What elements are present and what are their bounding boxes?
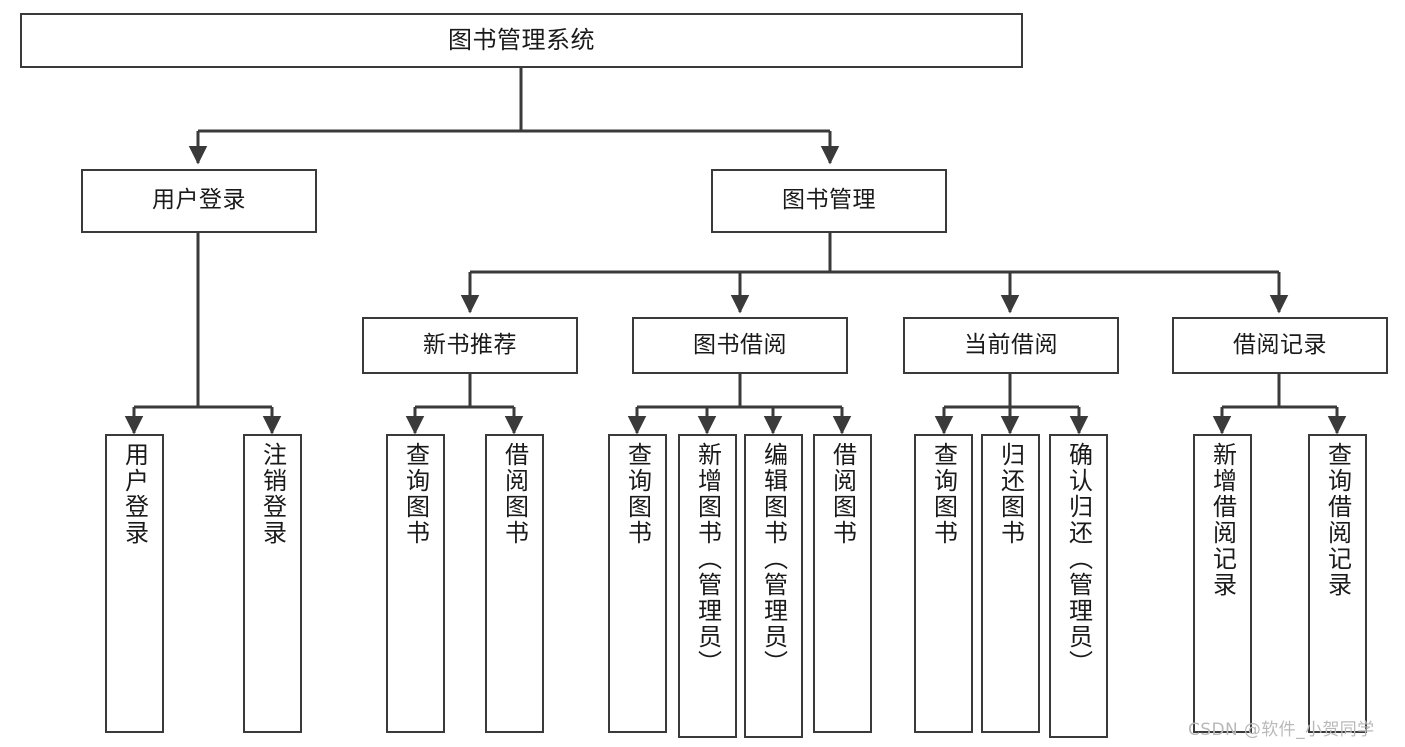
leaf-user-login-label: 用户登录 xyxy=(120,442,149,546)
leaf-query-book-3[interactable]: 查询图书 xyxy=(914,434,973,733)
leaf-user-logout[interactable]: 注销登录 xyxy=(243,434,302,733)
node-user-login-label: 用户登录 xyxy=(152,187,246,214)
node-new-book-rec[interactable]: 新书推荐 xyxy=(362,317,578,374)
node-current-borrow[interactable]: 当前借阅 xyxy=(903,317,1119,374)
leaf-confirm-return-label: 确认归还（管理员） xyxy=(1064,442,1093,676)
leaf-query-book-3-label: 查询图书 xyxy=(929,442,958,546)
leaf-query-book-1[interactable]: 查询图书 xyxy=(386,434,445,733)
leaf-query-book-1-label: 查询图书 xyxy=(401,442,430,546)
leaf-confirm-return[interactable]: 确认归还（管理员） xyxy=(1049,434,1108,738)
csdn-watermark-text: CSDN @软件_小贺同学 xyxy=(1188,720,1375,740)
leaf-query-record[interactable]: 查询借阅记录 xyxy=(1308,434,1367,733)
node-book-borrow-label: 图书借阅 xyxy=(693,331,787,358)
node-book-manage-label: 图书管理 xyxy=(782,187,876,214)
leaf-borrow-book-1-label: 借阅图书 xyxy=(500,442,529,546)
leaf-borrow-book-1[interactable]: 借阅图书 xyxy=(485,434,544,733)
node-borrow-record-label: 借阅记录 xyxy=(1233,331,1327,358)
leaf-edit-book-label: 编辑图书（管理员） xyxy=(759,442,788,676)
node-new-book-rec-label: 新书推荐 xyxy=(423,331,517,358)
csdn-watermark: CSDN @软件_小贺同学 xyxy=(1188,715,1375,740)
leaf-query-book-2[interactable]: 查询图书 xyxy=(608,434,667,733)
leaf-add-record-label: 新增借阅记录 xyxy=(1208,442,1237,598)
node-book-manage[interactable]: 图书管理 xyxy=(711,169,947,233)
node-root-label: 图书管理系统 xyxy=(448,26,595,55)
leaf-borrow-book-2-label: 借阅图书 xyxy=(828,442,857,546)
leaf-user-logout-label: 注销登录 xyxy=(258,442,287,546)
leaf-edit-book[interactable]: 编辑图书（管理员） xyxy=(744,434,803,738)
leaf-add-book[interactable]: 新增图书（管理员） xyxy=(678,434,737,738)
leaf-query-book-2-label: 查询图书 xyxy=(623,442,652,546)
node-book-borrow[interactable]: 图书借阅 xyxy=(632,317,848,374)
node-root[interactable]: 图书管理系统 xyxy=(20,13,1023,68)
node-user-login[interactable]: 用户登录 xyxy=(81,169,317,233)
leaf-query-record-label: 查询借阅记录 xyxy=(1323,442,1352,598)
leaf-add-book-label: 新增图书（管理员） xyxy=(693,442,722,676)
node-borrow-record[interactable]: 借阅记录 xyxy=(1172,317,1388,374)
leaf-user-login[interactable]: 用户登录 xyxy=(105,434,164,733)
node-current-borrow-label: 当前借阅 xyxy=(964,331,1058,358)
leaf-borrow-book-2[interactable]: 借阅图书 xyxy=(813,434,872,733)
leaf-add-record[interactable]: 新增借阅记录 xyxy=(1193,434,1252,733)
leaf-return-book-label: 归还图书 xyxy=(996,442,1025,546)
leaf-return-book[interactable]: 归还图书 xyxy=(981,434,1040,733)
